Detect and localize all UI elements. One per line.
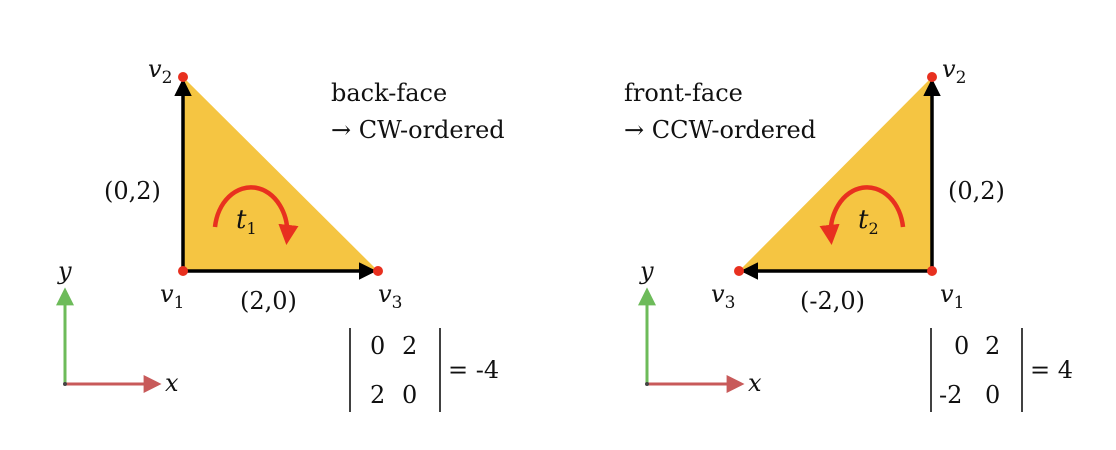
front-face-caption: front-face <box>624 79 743 107</box>
det-m21: 2 <box>370 381 385 409</box>
axis-origin-dot <box>645 382 649 386</box>
det-m12: 2 <box>985 332 1000 360</box>
edge-vertical-label: (0,2) <box>948 177 1005 205</box>
vertex-v3-label: v3 <box>378 280 402 313</box>
vertex-v3-label: v3 <box>711 280 735 313</box>
determinant-left: 0 2 2 0 = -4 <box>349 328 499 412</box>
edge-horizontal-label: (-2,0) <box>800 287 865 315</box>
x-axis-label: x <box>165 369 179 397</box>
vertex-v3-dot <box>373 266 383 276</box>
det-result: = 4 <box>1030 356 1073 384</box>
right-panel: v2 v1 v3 (0,2) (-2,0) t2 front-face → CC… <box>624 55 1073 412</box>
ccw-ordered-caption: → CCW-ordered <box>624 116 816 144</box>
det-m11: 0 <box>954 332 969 360</box>
det-m22: 0 <box>402 381 417 409</box>
cw-rotation-arrow <box>212 185 299 246</box>
edge-horizontal-label: (2,0) <box>240 287 297 315</box>
det-result: = -4 <box>448 356 499 384</box>
vertex-v1-dot <box>927 266 937 276</box>
vertex-v1-label: v1 <box>160 280 184 313</box>
x-axis-label: x <box>748 369 762 397</box>
vertex-v1-dot <box>178 266 188 276</box>
cw-ordered-caption: → CW-ordered <box>331 116 505 144</box>
y-axis-label: y <box>639 257 654 285</box>
y-axis-label: y <box>57 257 72 285</box>
vertex-v2-label: v2 <box>942 55 966 88</box>
triangle-t1-label: t1 <box>236 205 257 238</box>
axis-origin-dot <box>63 382 67 386</box>
triangle-t2-label: t2 <box>858 205 879 238</box>
vertex-v1-label: v1 <box>940 280 964 313</box>
back-face-caption: back-face <box>331 79 447 107</box>
determinant-right: 0 2 -2 0 = 4 <box>930 328 1073 412</box>
det-m11: 0 <box>370 332 385 360</box>
triangle-t1 <box>183 77 378 271</box>
det-m21: -2 <box>939 381 962 409</box>
det-m12: 2 <box>402 332 417 360</box>
vertex-v2-dot <box>927 72 937 82</box>
vertex-v3-dot <box>734 266 744 276</box>
left-panel: v2 v1 v3 (0,2) (2,0) t1 back-face → CW-o… <box>56 55 505 412</box>
vertex-v2-label: v2 <box>148 55 172 88</box>
edge-vertical-label: (0,2) <box>104 177 161 205</box>
vertex-v2-dot <box>178 72 188 82</box>
ccw-rotation-arrow <box>819 185 906 246</box>
triangle-t2 <box>739 77 932 271</box>
det-m22: 0 <box>985 381 1000 409</box>
